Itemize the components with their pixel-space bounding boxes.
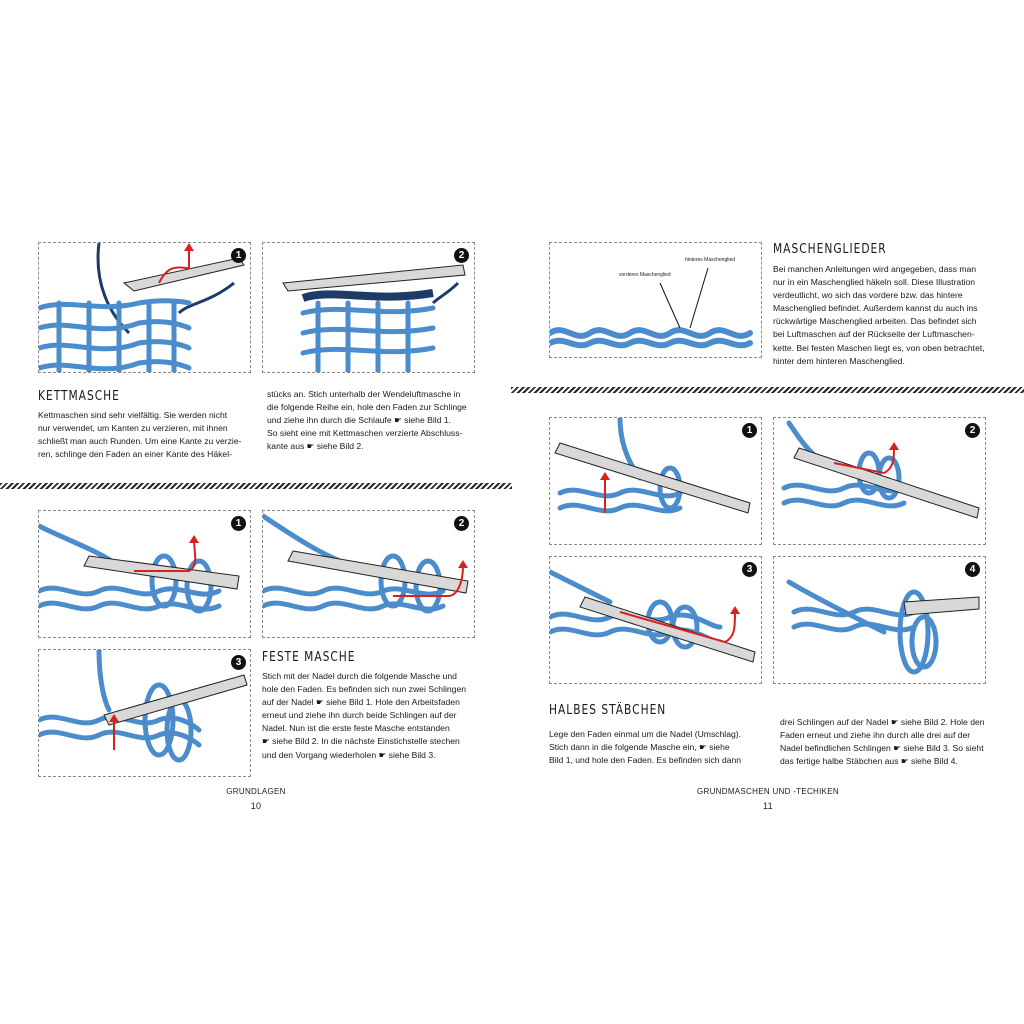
kettmasche-text-column-2: stücks an. Stich unterhalb der Wendeluft… <box>267 389 467 452</box>
illustration-halbes-staebchen-1: 1 <box>549 417 762 545</box>
step-number-badge: 2 <box>965 423 980 438</box>
footer-section-right: GRUNDMASCHEN UND -TECHIKEN <box>696 787 840 796</box>
halbes-staebchen-step3-drawing <box>550 569 756 663</box>
step-number-badge: 1 <box>742 423 757 438</box>
halbes-staebchen-text-column-2: drei Schlingen auf der Nadel ☛ siehe Bil… <box>780 717 985 767</box>
step-number-badge: 1 <box>231 248 246 263</box>
feste-masche-text: Stich mit der Nadel durch die folgende M… <box>262 671 467 760</box>
section-heading-kettmasche: KETTMASCHE <box>38 389 120 404</box>
halbes-staebchen-text-column-1: Lege den Faden einmal um die Nadel (Umsc… <box>549 729 742 766</box>
halbes-staebchen-step1-drawing <box>554 418 751 514</box>
kettmasche-step2-drawing <box>282 264 466 372</box>
illustration-feste-masche-1: 1 <box>38 510 251 638</box>
label-hinteres-maschenglied: hinteres Maschenglied <box>685 257 736 263</box>
maschenglieder-drawing <box>550 267 753 349</box>
step-number-badge: 4 <box>965 562 980 577</box>
kettmasche-step1-drawing <box>39 243 245 372</box>
feste-masche-step2-drawing <box>263 513 469 614</box>
step-number-badge: 3 <box>742 562 757 577</box>
illustration-maschenglieder: hinteres Maschenglied vorderes Maschengl… <box>549 242 762 358</box>
maschenglieder-text: Bei manchen Anleitungen wird angegeben, … <box>773 264 985 366</box>
feste-masche-step3-drawing <box>39 650 248 763</box>
illustration-kettmasche-1: 1 <box>38 242 251 373</box>
feste-masche-step1-drawing <box>39 523 240 614</box>
illustration-halbes-staebchen-4: 4 <box>773 556 986 684</box>
page-number-left: 10 <box>250 801 262 811</box>
section-heading-feste-masche: FESTE MASCHE <box>262 650 356 665</box>
step-number-badge: 2 <box>454 516 469 531</box>
section-divider <box>511 387 1024 393</box>
illustration-feste-masche-3: 3 <box>38 649 251 777</box>
step-number-badge: 3 <box>231 655 246 670</box>
halbes-staebchen-step2-drawing <box>781 420 980 519</box>
kettmasche-text-column-1: Kettmaschen sind sehr vielfältig. Sie we… <box>38 410 242 460</box>
illustration-halbes-staebchen-2: 2 <box>773 417 986 545</box>
section-heading-halbes-staebchen: HALBES STÄBCHEN <box>549 703 667 718</box>
footer-section-left: GRUNDLAGEN <box>226 787 286 796</box>
illustration-feste-masche-2: 2 <box>262 510 475 638</box>
label-vorderes-maschenglied: vorderes Maschenglied <box>619 272 671 278</box>
section-heading-maschenglieder: MASCHENGLIEDER <box>773 242 887 257</box>
step-number-badge: 2 <box>454 248 469 263</box>
section-divider <box>0 483 512 489</box>
step-number-badge: 1 <box>231 516 246 531</box>
illustration-halbes-staebchen-3: 3 <box>549 556 762 684</box>
page-number-right: 11 <box>763 801 773 811</box>
halbes-staebchen-step4-drawing <box>786 579 980 675</box>
illustration-kettmasche-2: 2 <box>262 242 475 373</box>
